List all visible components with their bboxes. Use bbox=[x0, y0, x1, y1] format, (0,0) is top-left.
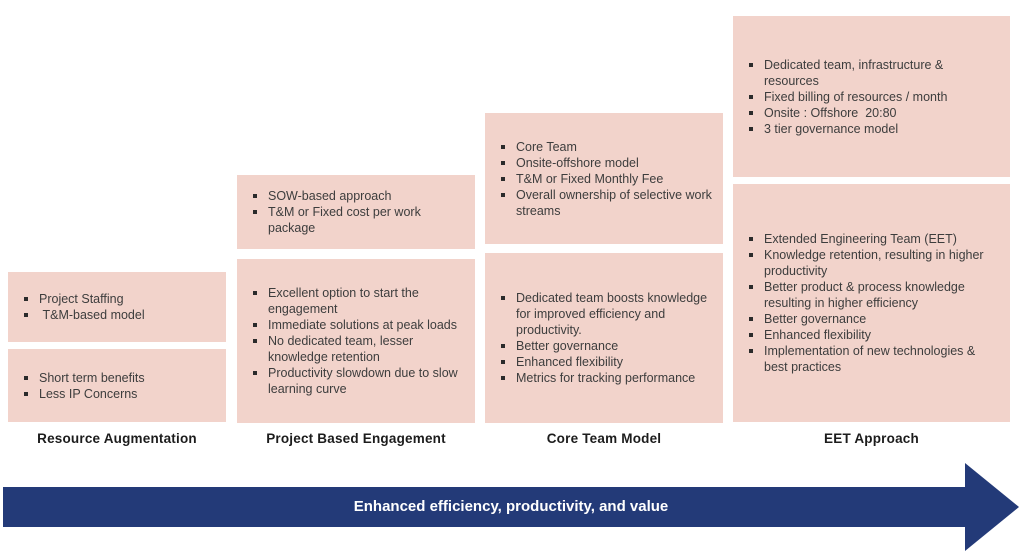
bullet-item: Short term benefits bbox=[22, 370, 145, 386]
bullet-item: Core Team bbox=[499, 139, 713, 155]
bullet-item: Productivity slowdown due to slow learni… bbox=[251, 365, 465, 397]
bullet-item: No dedicated team, lesser knowledge rete… bbox=[251, 333, 465, 365]
arrow-label: Enhanced efficiency, productivity, and v… bbox=[353, 498, 669, 515]
column-label-core-team-model: Core Team Model bbox=[546, 431, 662, 446]
bullet-item: Better product & process knowledge resul… bbox=[747, 279, 1000, 311]
arrow-bar bbox=[3, 487, 965, 527]
bullet-list: Project Staffing T&M-based model bbox=[8, 291, 155, 323]
bullet-item: Excellent option to start the engagement bbox=[251, 285, 465, 317]
column-label-project-based-engagement: Project Based Engagement bbox=[266, 431, 446, 446]
bullet-item: Implementation of new technologies & bes… bbox=[747, 343, 1000, 375]
bullet-item: T&M or Fixed cost per work package bbox=[251, 204, 465, 236]
bullet-list: Dedicated team, infrastructure & resourc… bbox=[733, 57, 1010, 137]
core-team-benefits-box: Dedicated team boosts knowledge for impr… bbox=[485, 253, 723, 423]
bullet-item: SOW-based approach bbox=[251, 188, 465, 204]
eet-approach-model-box: Dedicated team, infrastructure & resourc… bbox=[733, 16, 1010, 177]
bullet-item: Onsite-offshore model bbox=[499, 155, 713, 171]
bullet-item: Metrics for tracking performance bbox=[499, 370, 713, 386]
bullet-item: Extended Engineering Team (EET) bbox=[747, 231, 1000, 247]
bullet-item: 3 tier governance model bbox=[747, 121, 1000, 137]
bullet-item: Overall ownership of selective work stre… bbox=[499, 187, 713, 219]
bullet-item: T&M or Fixed Monthly Fee bbox=[499, 171, 713, 187]
bullet-item: Better governance bbox=[499, 338, 713, 354]
bullet-item: Less IP Concerns bbox=[22, 386, 145, 402]
value-arrow: Enhanced efficiency, productivity, and v… bbox=[3, 462, 1019, 552]
bullet-item: Enhanced flexibility bbox=[499, 354, 713, 370]
bullet-item: Enhanced flexibility bbox=[747, 327, 1000, 343]
bullet-item: Immediate solutions at peak loads bbox=[251, 317, 465, 333]
bullet-item: Better governance bbox=[747, 311, 1000, 327]
bullet-item: Knowledge retention, resulting in higher… bbox=[747, 247, 1000, 279]
eet-approach-benefits-box: Extended Engineering Team (EET)Knowledge… bbox=[733, 184, 1010, 422]
bullet-item: T&M-based model bbox=[22, 307, 145, 323]
bullet-list: Dedicated team boosts knowledge for impr… bbox=[485, 290, 723, 386]
bullet-item: Onsite : Offshore 20:80 bbox=[747, 105, 1000, 121]
bullet-list: Excellent option to start the engagement… bbox=[237, 285, 475, 397]
bullet-item: Project Staffing bbox=[22, 291, 145, 307]
bullet-item: Dedicated team boosts knowledge for impr… bbox=[499, 290, 713, 338]
arrow-head-icon bbox=[965, 463, 1019, 551]
project-based-engagement-benefits-box: Excellent option to start the engagement… bbox=[237, 259, 475, 423]
bullet-list: Extended Engineering Team (EET)Knowledge… bbox=[733, 231, 1010, 375]
column-label-eet-approach: EET Approach bbox=[824, 431, 919, 446]
bullet-item: Dedicated team, infrastructure & resourc… bbox=[747, 57, 1000, 89]
resource-augmentation-model-box: Project Staffing T&M-based model bbox=[8, 272, 226, 342]
bullet-item: Fixed billing of resources / month bbox=[747, 89, 1000, 105]
column-label-resource-augmentation: Resource Augmentation bbox=[37, 431, 197, 446]
